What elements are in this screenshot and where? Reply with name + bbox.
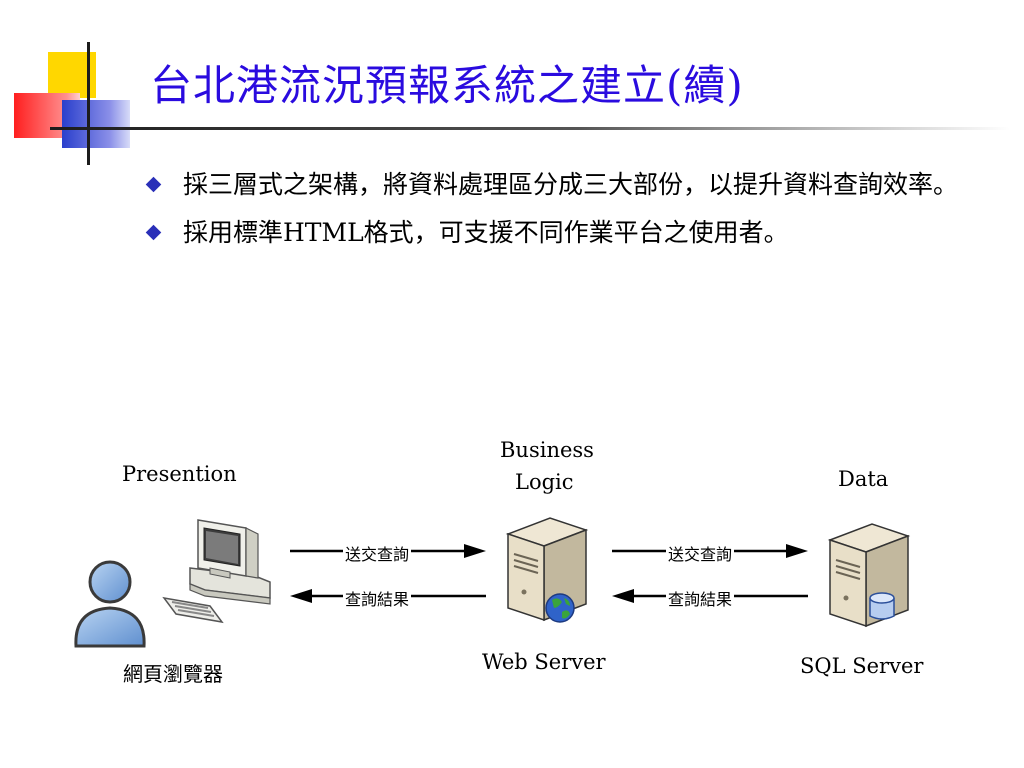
bullet-item: 採用標準HTML格式，可支援不同作業平台之使用者。 <box>140 213 1000 253</box>
arrow-label-left-result: 查詢結果 <box>343 586 412 610</box>
presentation-heading: Presention <box>122 462 237 486</box>
bullet-item: 採三層式之架構，將資料處理區分成三大部份，以提升資料查詢效率。 <box>140 165 1000 205</box>
diamond-bullet-icon <box>145 176 162 193</box>
arrow-label-right-result: 查詢結果 <box>666 586 735 610</box>
business-heading-line1: Business <box>500 438 594 462</box>
arrow-label-right-request: 送交查詢 <box>666 541 735 565</box>
web-server-icon <box>505 517 589 623</box>
bullet-text: 採用標準HTML格式，可支援不同作業平台之使用者。 <box>183 218 789 247</box>
deco-vertical-line <box>87 42 90 165</box>
workstation-computer-icon <box>162 519 271 624</box>
browser-caption: 網頁瀏覽器 <box>123 662 223 686</box>
user-icon <box>74 560 146 648</box>
deco-blue-block <box>62 100 130 148</box>
sql-server-caption: SQL Server <box>800 654 924 678</box>
bullet-text: 採三層式之架構，將資料處理區分成三大部份，以提升資料查詢效率。 <box>183 170 959 199</box>
bullet-list: 採三層式之架構，將資料處理區分成三大部份，以提升資料查詢效率。 採用標準HTML… <box>140 165 1000 261</box>
database-server-icon <box>827 523 911 628</box>
title-divider <box>50 127 1010 130</box>
web-server-caption: Web Server <box>482 650 606 674</box>
arrow-label-left-request: 送交查詢 <box>343 541 412 565</box>
business-heading-line2: Logic <box>515 470 574 494</box>
diamond-bullet-icon <box>145 224 162 241</box>
data-heading: Data <box>838 467 889 491</box>
page-title: 台北港流況預報系統之建立(續) <box>150 61 744 110</box>
